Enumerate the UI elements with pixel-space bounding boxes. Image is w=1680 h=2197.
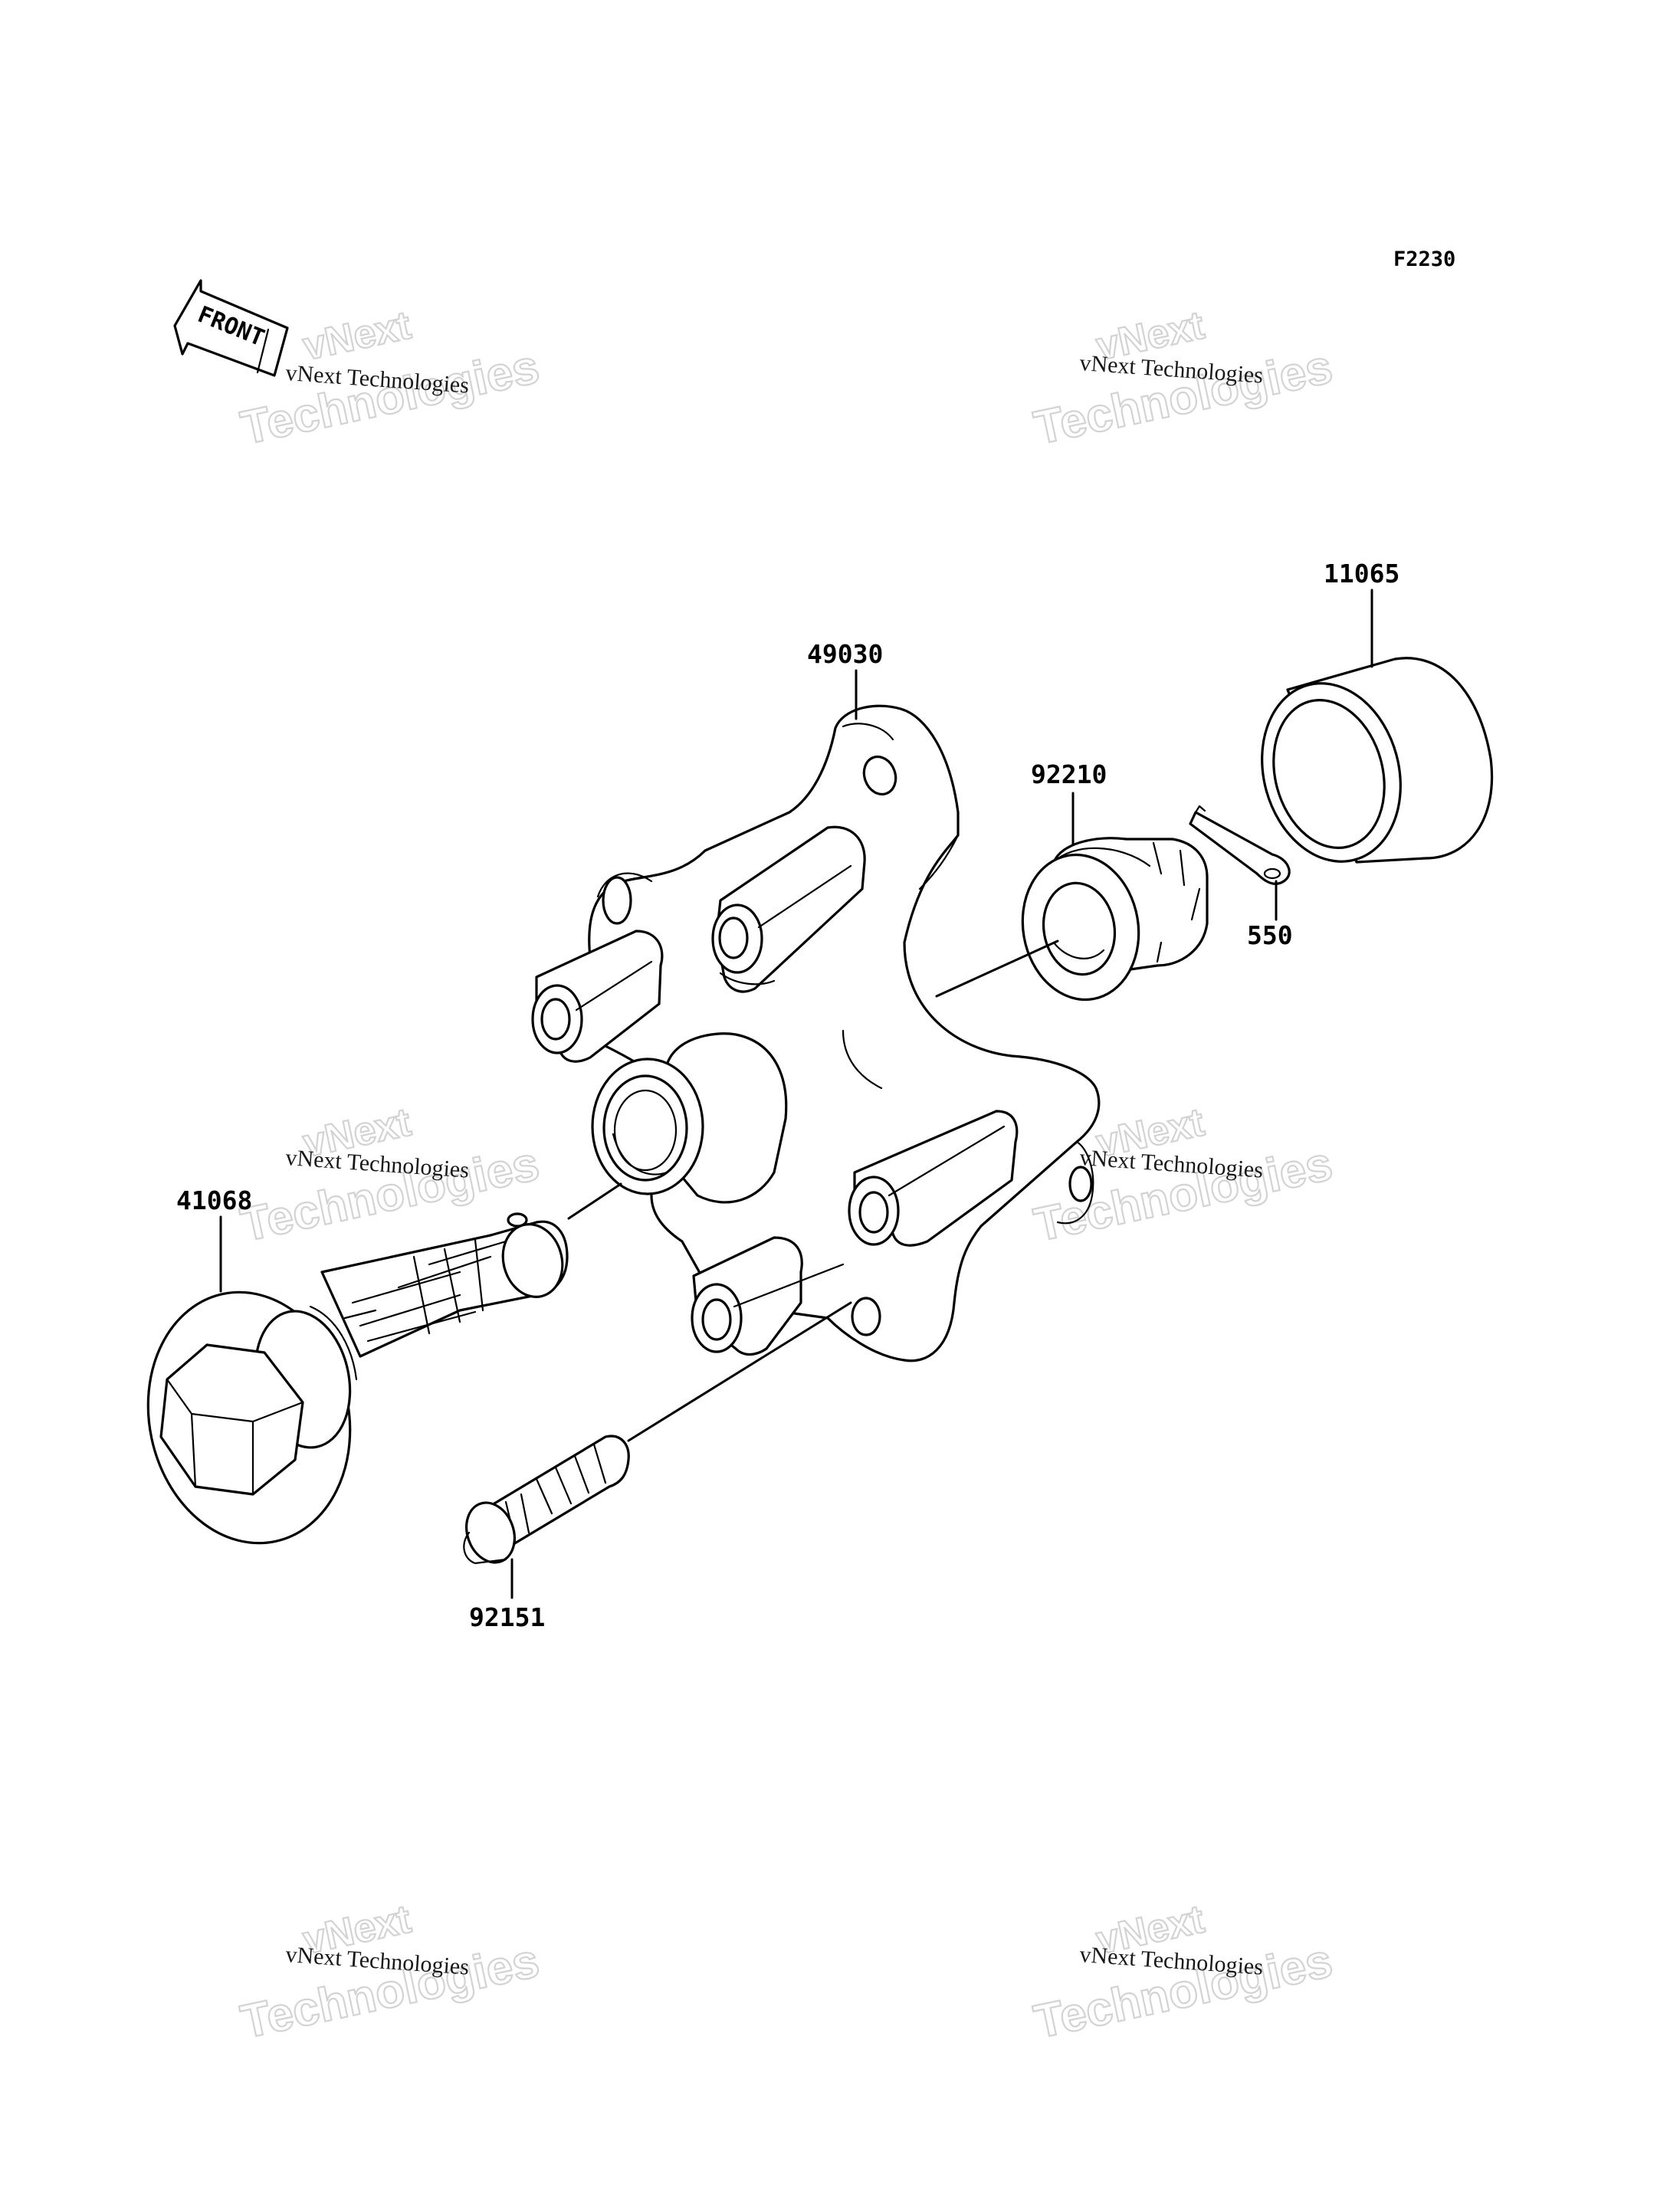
watermark-bottom-right: vNext Technologies vNext Technologies (1029, 1896, 1337, 2049)
callout-92210: 92210 (1031, 759, 1107, 789)
bearing-cap-part (1261, 657, 1494, 864)
leader-lines (219, 589, 1373, 1599)
svg-text:Technologies: Technologies (237, 340, 544, 455)
figure-code: F2230 (1393, 248, 1455, 271)
stud-bolt-part (463, 1435, 630, 1565)
watermark-mid-left: vNext Technologies vNext Technologies (235, 1099, 544, 1252)
callout-41068: 41068 (176, 1185, 252, 1215)
cotter-pin-part (1189, 805, 1291, 885)
callout-11065: 11065 (1324, 559, 1399, 589)
hub-flange-part (531, 704, 1101, 1362)
watermark-bottom-left: vNext Technologies vNext Technologies (235, 1896, 544, 2049)
callout-92151: 92151 (469, 1602, 545, 1632)
axle-shaft-part (146, 1212, 569, 1545)
front-arrow-icon: FRONT (173, 279, 289, 377)
castle-nut-part (1021, 837, 1209, 1002)
watermark-top-right: vNext Technologies vNext Technologies (1029, 302, 1337, 455)
callout-49030: 49030 (807, 639, 883, 669)
svg-text:vNext: vNext (299, 303, 415, 369)
callout-550: 550 (1247, 920, 1293, 950)
